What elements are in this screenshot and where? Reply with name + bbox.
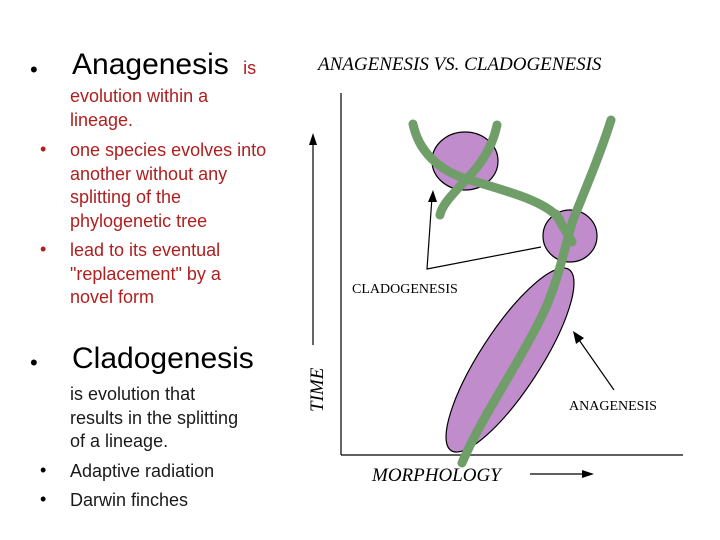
bullet-dot: • [40, 460, 47, 480]
bullet-line: "replacement" by a [70, 263, 221, 284]
x-axis-label: MORPHOLOGY [371, 465, 503, 486]
bullet-line: another without any [70, 163, 228, 184]
anagenesis-heading: Anagenesis is [72, 48, 256, 82]
cladogenesis-bullet-1: Adaptive radiation [70, 461, 215, 481]
time-arrow-head [309, 133, 317, 145]
cladogenesis-definition: is evolution that results in the splitti… [70, 383, 238, 454]
anagenesis-bullet-1: one species evolves into another without… [70, 139, 266, 233]
bullet-line: one species evolves into [70, 140, 267, 160]
lineage-main-stem [457, 115, 616, 468]
definition-line: results in the splitting [70, 407, 239, 428]
diagram-title: ANAGENESIS VS. CLADOGENESIS [316, 54, 602, 75]
bullet-dot: • [30, 350, 38, 375]
lineage-branches [408, 115, 616, 468]
definition-line: lineage. [70, 109, 134, 130]
anagenesis-label: ANAGENESIS [569, 399, 657, 414]
morphology-arrow-head [582, 470, 594, 478]
anagenesis-pointer-head [573, 331, 584, 344]
lineage-join [551, 209, 577, 247]
bullet-line: lead to its eventual [70, 240, 221, 260]
lineage-right-top-branch [435, 120, 502, 220]
definition-line: of a lineage. [70, 431, 169, 451]
bullet-dot: • [40, 239, 47, 259]
bullet-dot: • [40, 139, 47, 159]
definition-line: evolution within a [70, 86, 209, 106]
cladogenesis-pointer [426, 196, 542, 270]
bullet-dot: • [30, 57, 38, 82]
anagenesis-definition: evolution within a lineage. [70, 85, 208, 132]
anagenesis-pointer [576, 336, 615, 391]
cladogenesis-pointer-head [428, 190, 437, 202]
y-axis-label: TIME [307, 367, 328, 412]
bullet-dot: • [40, 489, 47, 509]
anagenesis-bullet-2: lead to its eventual "replacement" by a … [70, 239, 221, 310]
anagenesis-heading-tail: is [243, 58, 257, 78]
bullet-line: splitting of the [70, 187, 182, 207]
cladogenesis-label: CLADOGENESIS [352, 282, 458, 297]
anagenesis-heading-text: Anagenesis [72, 48, 229, 81]
cladogenesis-bullet-2: Darwin finches [70, 490, 189, 510]
bullet-line: phylogenetic tree [70, 210, 208, 231]
cladogenesis-heading: Cladogenesis [72, 342, 254, 375]
bullet-line: novel form [70, 287, 155, 307]
definition-line: is evolution that [70, 384, 196, 404]
